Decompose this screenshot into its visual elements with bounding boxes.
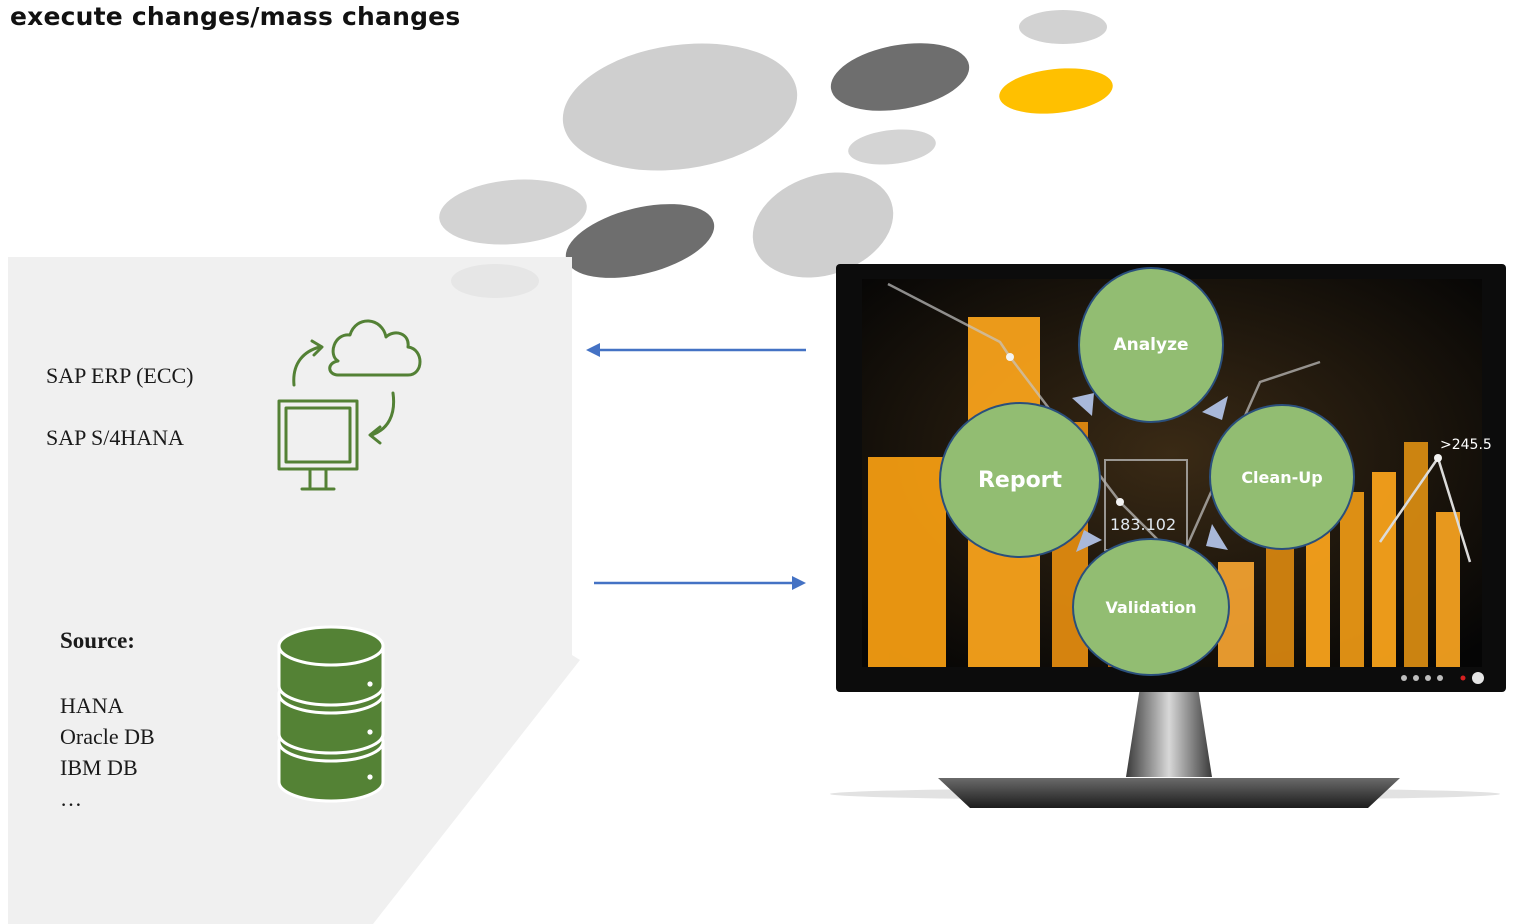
- blob-light-large: [562, 43, 798, 171]
- system-label-s4hana: SAP S/4HANA: [46, 425, 184, 450]
- cycle-arrow-report-analyze: [1072, 393, 1094, 416]
- cycle-arrow-analyze-cleanup: [1202, 396, 1228, 420]
- source-item-more: …: [60, 786, 82, 811]
- source-item-ibm: IBM DB: [60, 755, 138, 780]
- cycle-step-analyze: Analyze: [1078, 267, 1224, 423]
- cycle-step-validation: Validation: [1072, 538, 1230, 676]
- cycle-step-analyze-label: Analyze: [1113, 335, 1189, 355]
- system-label-erp: SAP ERP (ECC): [46, 363, 194, 388]
- source-list: HANA Oracle DB IBM DB …: [60, 690, 155, 814]
- blob-light-right: [752, 172, 894, 278]
- page-title: execute changes/mass changes: [10, 2, 461, 31]
- blob-light-small-top: [1019, 10, 1107, 44]
- blob-yellow: [999, 68, 1113, 114]
- blob-faint: [451, 264, 539, 298]
- source-item-hana: HANA: [60, 693, 124, 718]
- cycle-step-report-label: Report: [977, 467, 1063, 493]
- cycle-step-validation-label: Validation: [1105, 597, 1197, 617]
- blob-dark-bottom: [565, 204, 715, 278]
- cycle-arrow-cleanup-validation: [1206, 524, 1228, 550]
- blob-light-small-mid: [848, 129, 936, 165]
- cycle-step-cleanup-label: Clean-Up: [1241, 467, 1323, 487]
- screen-readout-left: 183.102: [1110, 515, 1177, 534]
- database-icon: [277, 625, 385, 803]
- blob-dark-top: [830, 43, 970, 111]
- cloud-sync-icon: [277, 319, 422, 491]
- right-arrow-icon: [594, 576, 806, 590]
- cycle-step-report: Report: [939, 402, 1101, 558]
- screen-readout-right: >245.5: [1440, 437, 1492, 453]
- left-arrow-icon: [586, 343, 806, 357]
- source-heading: Source:: [60, 628, 135, 653]
- blob-light-left: [439, 179, 587, 245]
- source-item-oracle: Oracle DB: [60, 724, 155, 749]
- cycle-arrow-validation-report: [1076, 530, 1102, 552]
- cycle-step-cleanup: Clean-Up: [1209, 404, 1355, 550]
